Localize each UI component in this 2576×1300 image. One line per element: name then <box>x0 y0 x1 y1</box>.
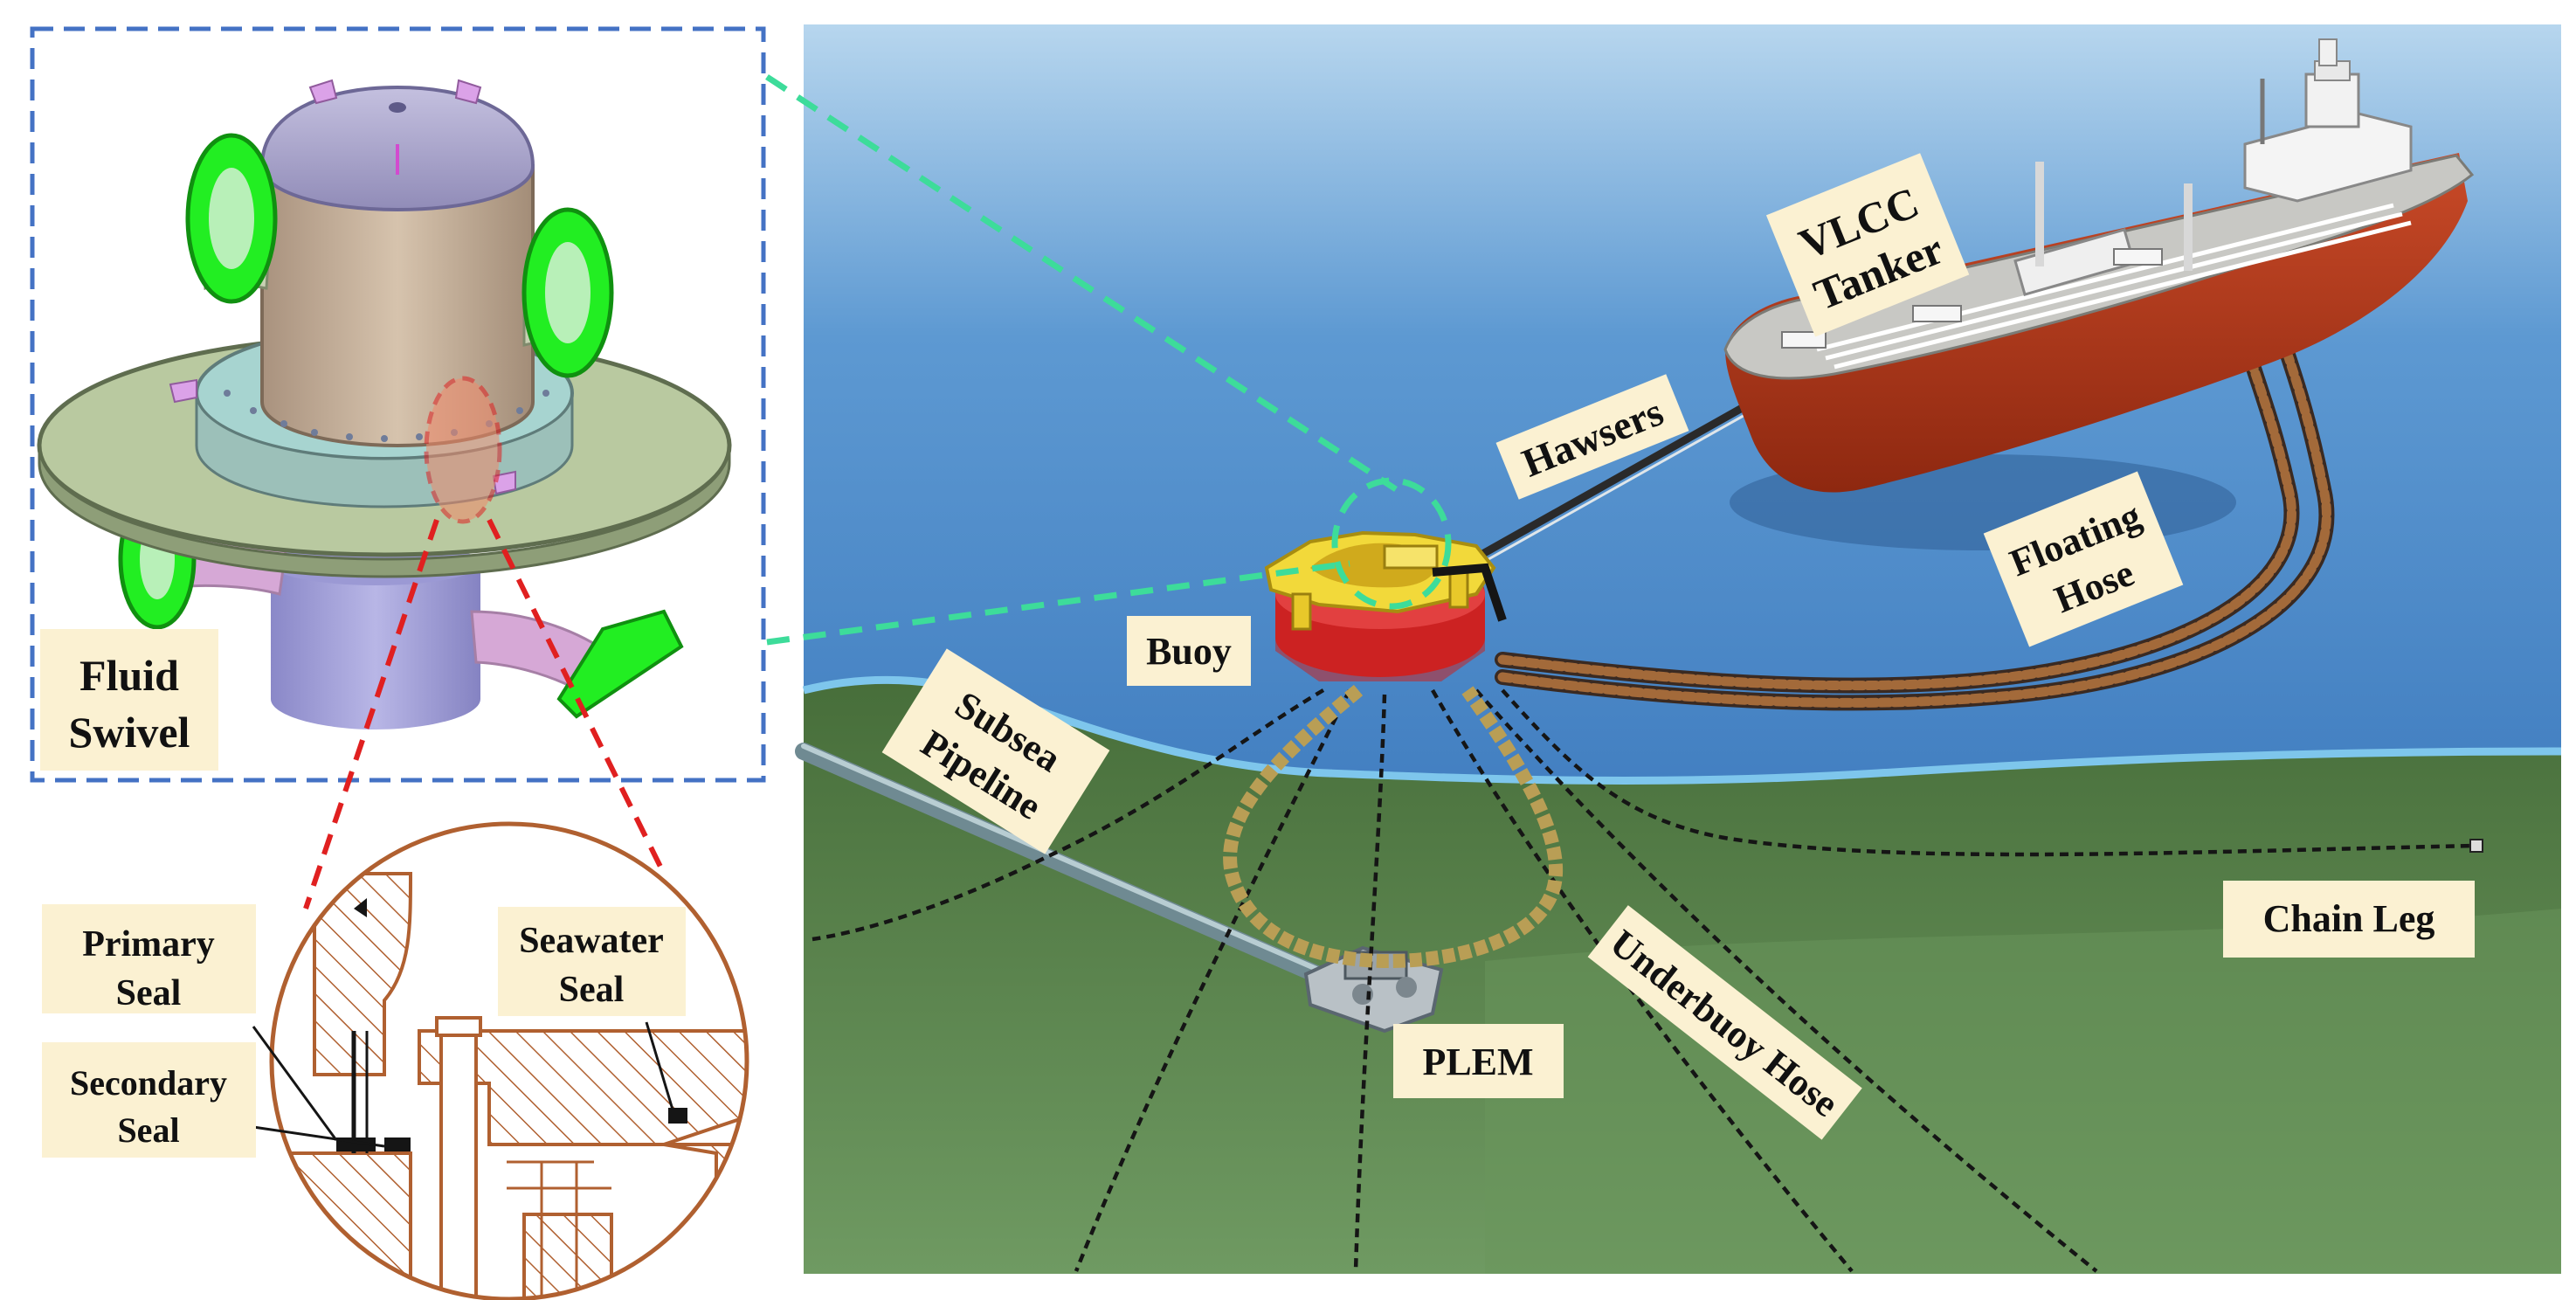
label-buoy: Buoy <box>1127 616 1251 686</box>
lower-outlet-flange <box>556 609 684 719</box>
secondary-seal-element <box>384 1138 411 1151</box>
label-secondary-seal: Secondary Seal <box>42 1042 256 1158</box>
label-primary-seal: Primary Seal <box>42 904 256 1013</box>
subsea-pipeline-highlight <box>801 743 1339 980</box>
label-plem: PLEM <box>1393 1024 1564 1098</box>
fluid-swivel-model <box>37 79 732 730</box>
svg-text:Primary: Primary <box>82 924 215 965</box>
label-fluid-swivel: Fluid Swivel <box>40 629 218 771</box>
spm-buoy <box>1264 530 1507 681</box>
mooring-chain-legs <box>811 688 2477 1273</box>
floating-hose <box>1495 272 2335 711</box>
svg-text:Seal: Seal <box>116 973 182 1013</box>
svg-text:Seawater: Seawater <box>519 921 664 961</box>
seawater-seal-element <box>668 1108 687 1124</box>
label-fluid-swivel-line2: Swivel <box>69 708 190 757</box>
subsea-pipeline-pipe <box>795 743 1345 992</box>
seal-location-highlight <box>424 376 502 524</box>
seabed-shading <box>1485 909 2561 1274</box>
label-fluid-swivel-line1: Fluid <box>79 651 179 700</box>
svg-text:Buoy: Buoy <box>1146 630 1232 673</box>
buoy-callout <box>765 74 1452 646</box>
seal-cross-section <box>252 821 749 1300</box>
svg-text:Secondary: Secondary <box>70 1063 227 1103</box>
label-chain-leg: Chain Leg <box>2223 881 2475 958</box>
svg-text:PLEM: PLEM <box>1422 1041 1533 1083</box>
chain-leg-anchor <box>2469 839 2483 853</box>
plem-manifold <box>1303 945 1444 1034</box>
svg-text:Seal: Seal <box>559 970 625 1010</box>
seal-detail-callout <box>303 518 666 909</box>
svg-text:Seal: Seal <box>117 1110 179 1150</box>
label-seawater-seal: Seawater Seal <box>498 907 686 1016</box>
vlcc-tanker-ship <box>1723 38 2475 550</box>
underbuoy-hose <box>1223 684 1564 969</box>
svg-text:Chain Leg: Chain Leg <box>2263 897 2435 940</box>
spm-scene <box>795 24 2562 1274</box>
